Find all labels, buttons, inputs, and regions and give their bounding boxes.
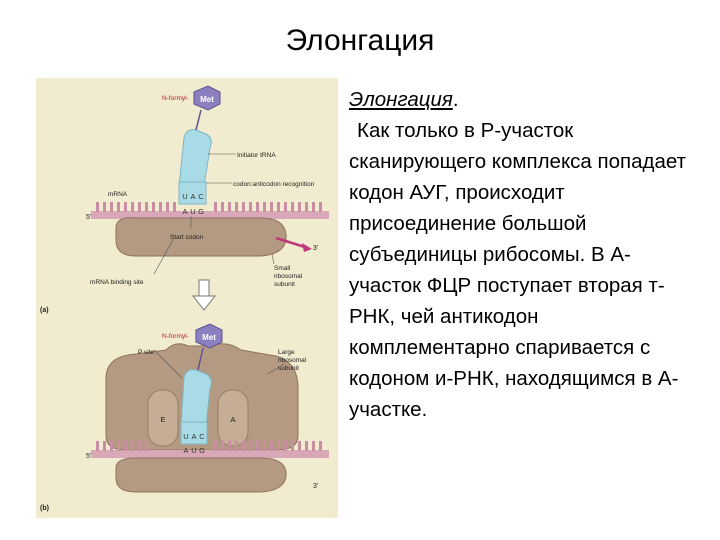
anticodon-b-1: U xyxy=(183,432,188,441)
body-heading: Элонгация. xyxy=(349,88,459,111)
anticodon-b-2: A xyxy=(191,432,196,441)
body-text: Элонгация. Как только в Р-участок сканир… xyxy=(349,84,699,425)
start-codon-label: Start codon xyxy=(170,234,204,241)
small-subunit-label-1: Small xyxy=(274,265,291,272)
met-hexagon-a xyxy=(193,85,221,111)
elongation-arrow-a xyxy=(275,236,309,250)
large-subunit-label-3: subunit xyxy=(278,365,299,372)
five-prime-b: 5' xyxy=(86,453,91,460)
small-subunit-b xyxy=(115,457,287,493)
initiator-trna-label: Initiator tRNA xyxy=(237,152,276,159)
initiator-trna-b xyxy=(180,369,212,427)
n-formyl-label-b: N-formyl- xyxy=(162,333,189,340)
met-hexagon-b xyxy=(195,323,223,349)
anticodon-b-3: C xyxy=(199,432,205,441)
codon-a-1: A xyxy=(182,207,187,216)
slide-title: Элонгация xyxy=(285,24,435,57)
five-prime-a: 5' xyxy=(86,214,91,221)
mrna-strand-b xyxy=(91,450,329,458)
trna-stem-b xyxy=(180,421,208,445)
down-arrow-icon xyxy=(191,279,217,311)
large-subunit-label-1: Large xyxy=(278,349,295,356)
mrna-label-a: mRNA xyxy=(108,191,128,198)
codon-b-3: G xyxy=(199,446,205,455)
small-subunit-label-2: ribosomal xyxy=(274,273,303,280)
anticodon-a-2: A xyxy=(190,192,195,201)
translation-figure: Met N-formyl- U A C A U G Initiator tRNA… xyxy=(36,78,338,518)
codon-a-3: G xyxy=(198,207,204,216)
n-formyl-label-a: N-formyl- xyxy=(162,95,189,102)
mrna-teeth-a xyxy=(96,202,322,212)
a-site-label: A xyxy=(230,415,235,424)
met-label-b: Met xyxy=(202,333,216,342)
codon-recognition-label: codon:anticodon recognition xyxy=(233,181,315,188)
three-prime-b: 3' xyxy=(313,483,318,490)
small-subunit-a xyxy=(115,217,287,257)
mrna-strand-a xyxy=(91,211,329,219)
e-site-label: E xyxy=(160,415,165,424)
small-subunit-label-3: subunit xyxy=(274,281,295,288)
panel-label-b: (b) xyxy=(40,505,49,512)
body-paragraph: Как только в Р-участок сканирующего комп… xyxy=(349,119,686,421)
e-site-b xyxy=(147,389,179,447)
trna-stem-a xyxy=(178,181,207,205)
codon-b-1: A xyxy=(183,446,188,455)
codon-a-2: U xyxy=(190,207,195,216)
mrna-teeth-b xyxy=(96,441,322,451)
large-subunit-label-2: ribosomal xyxy=(278,357,307,364)
p-site-label: P site xyxy=(138,349,155,356)
anticodon-a-1: U xyxy=(182,192,187,201)
initiator-trna-a xyxy=(178,129,212,187)
three-prime-a: 3' xyxy=(313,245,318,252)
met-label-a: Met xyxy=(200,95,214,104)
panel-label-a: (a) xyxy=(40,307,49,314)
codon-b-2: U xyxy=(191,446,196,455)
a-site-b xyxy=(217,389,249,447)
mrna-binding-site-label: mRNA binding site xyxy=(90,279,144,286)
anticodon-a-3: C xyxy=(198,192,204,201)
